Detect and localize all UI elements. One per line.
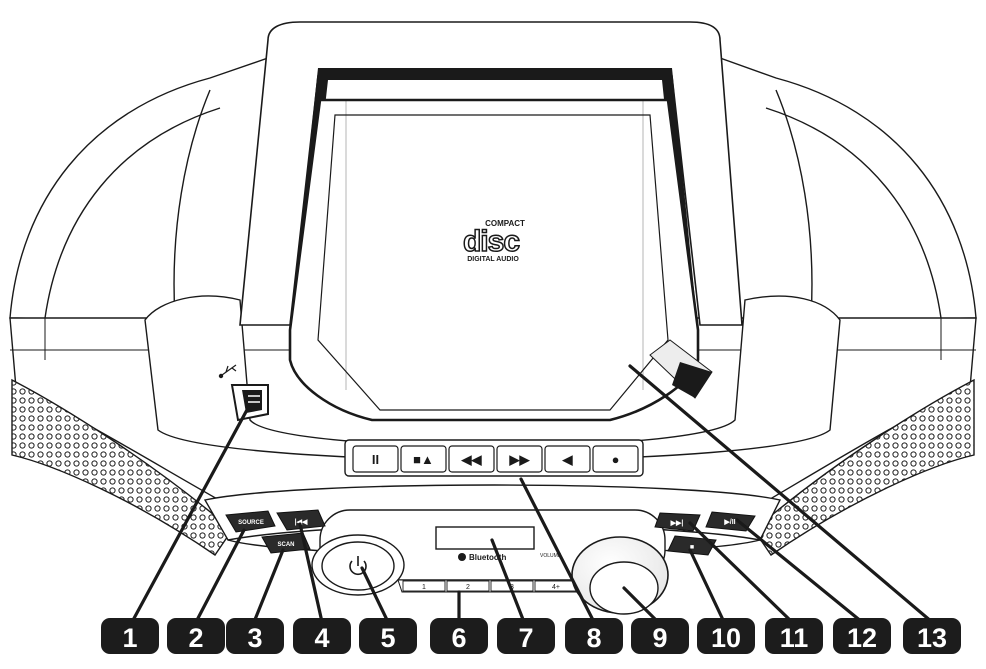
tape-pause-button[interactable]: II — [352, 445, 399, 473]
callout-badge-10: 10 — [697, 618, 755, 654]
logo-compact-text: COMPACT — [485, 219, 525, 228]
lid-open-tab[interactable] — [649, 339, 713, 399]
tape-record-icon: ● — [612, 452, 620, 467]
preset-button-4[interactable]: 4+ — [534, 580, 578, 592]
leader-line-10 — [688, 548, 726, 624]
leader-line-13 — [628, 364, 934, 624]
previous-track-icon: |◀◀ — [295, 519, 308, 526]
power-button[interactable] — [311, 534, 405, 596]
callout-number: 11 — [780, 623, 809, 653]
callout-leader-lines — [130, 364, 934, 624]
callout-badge-5: 5 — [359, 618, 417, 654]
callout-badge-1: 1 — [101, 618, 159, 654]
preset-label: 4+ — [552, 584, 560, 591]
callout-badge-13: 13 — [903, 618, 961, 654]
callout-badge-3: 3 — [226, 618, 284, 654]
next-track-icon: ▶▶| — [670, 520, 684, 527]
preset-label: 1 — [422, 584, 426, 591]
volume-label: VOLUME — [540, 553, 562, 559]
stop-button[interactable]: ■ — [667, 535, 717, 556]
cd-lid[interactable] — [239, 21, 743, 422]
callout-number: 5 — [380, 623, 395, 653]
next-track-button[interactable]: ▶▶| — [654, 512, 701, 532]
lcd-display — [435, 526, 535, 550]
callout-number: 8 — [586, 623, 601, 653]
bluetooth-label: Bluetooth — [469, 553, 506, 562]
scan-button[interactable]: SCAN — [261, 532, 311, 554]
bluetooth-indicator: Bluetooth — [458, 553, 506, 562]
compact-disc-logo: COMPACT disc DIGITAL AUDIO — [462, 219, 525, 263]
callout-number: 9 — [652, 623, 667, 653]
callout-badge-4: 4 — [293, 618, 351, 654]
bluetooth-icon — [458, 553, 466, 561]
callout-number: 6 — [451, 623, 466, 653]
leader-line-1 — [130, 406, 250, 624]
leader-line-11 — [688, 521, 794, 624]
leader-line-12 — [735, 518, 864, 624]
preset-button-2[interactable]: 2 — [446, 580, 490, 592]
leader-line-5 — [360, 566, 390, 624]
tape-pause-icon: II — [372, 452, 379, 467]
callout-number: 13 — [917, 623, 947, 653]
leader-line-9 — [622, 586, 660, 624]
stop-icon: ■ — [690, 544, 694, 551]
callout-number: 1 — [122, 623, 137, 653]
tape-stop-eject-icon: ■▲ — [413, 452, 434, 467]
logo-disc-text: disc — [463, 225, 519, 258]
tape-play-button[interactable]: ◀ — [544, 445, 591, 473]
callout-badge-9: 9 — [631, 618, 689, 654]
leader-line-7 — [490, 538, 526, 624]
tape-play-icon: ◀ — [562, 452, 574, 467]
callout-number: 7 — [518, 623, 533, 653]
leader-line-8 — [519, 477, 596, 624]
tape-rewind-icon: ◀◀ — [461, 452, 483, 467]
callout-badge-2: 2 — [167, 618, 225, 654]
logo-digital-audio-text: DIGITAL AUDIO — [467, 256, 519, 263]
callout-number: 12 — [847, 623, 877, 653]
tape-fast-forward-icon: ▶▶ — [509, 452, 531, 467]
callout-badge-8: 8 — [565, 618, 623, 654]
source-label: SOURCE — [238, 520, 264, 526]
preset-label: 2 — [466, 584, 470, 591]
volume-knob[interactable] — [571, 536, 669, 615]
leader-line-4 — [298, 522, 324, 624]
callout-badge-12: 12 — [833, 618, 891, 654]
usb-port[interactable] — [230, 384, 269, 422]
scan-label: SCAN — [277, 542, 294, 548]
tape-record-button[interactable]: ● — [592, 445, 639, 473]
preset-button-1[interactable]: 1 — [402, 580, 446, 592]
tape-stop-eject-button[interactable]: ■▲ — [400, 445, 447, 473]
play-pause-icon: ▶/II — [723, 519, 735, 526]
usb-icon — [218, 364, 237, 379]
callout-number: 3 — [247, 623, 262, 653]
callout-badge-11: 11 — [765, 618, 823, 654]
callout-badge-7: 7 — [497, 618, 555, 654]
tape-fast-forward-button[interactable]: ▶▶ — [496, 445, 543, 473]
tape-rewind-button[interactable]: ◀◀ — [448, 445, 495, 473]
leader-line-3 — [252, 548, 285, 624]
leader-line-2 — [194, 528, 246, 624]
power-icon — [349, 560, 367, 576]
callout-number: 2 — [188, 623, 203, 653]
source-button[interactable]: SOURCE — [225, 510, 276, 533]
callout-number: 4 — [314, 623, 329, 653]
callout-badge-6: 6 — [430, 618, 488, 654]
previous-track-button[interactable]: |◀◀ — [276, 509, 326, 531]
callout-number: 10 — [711, 623, 741, 653]
